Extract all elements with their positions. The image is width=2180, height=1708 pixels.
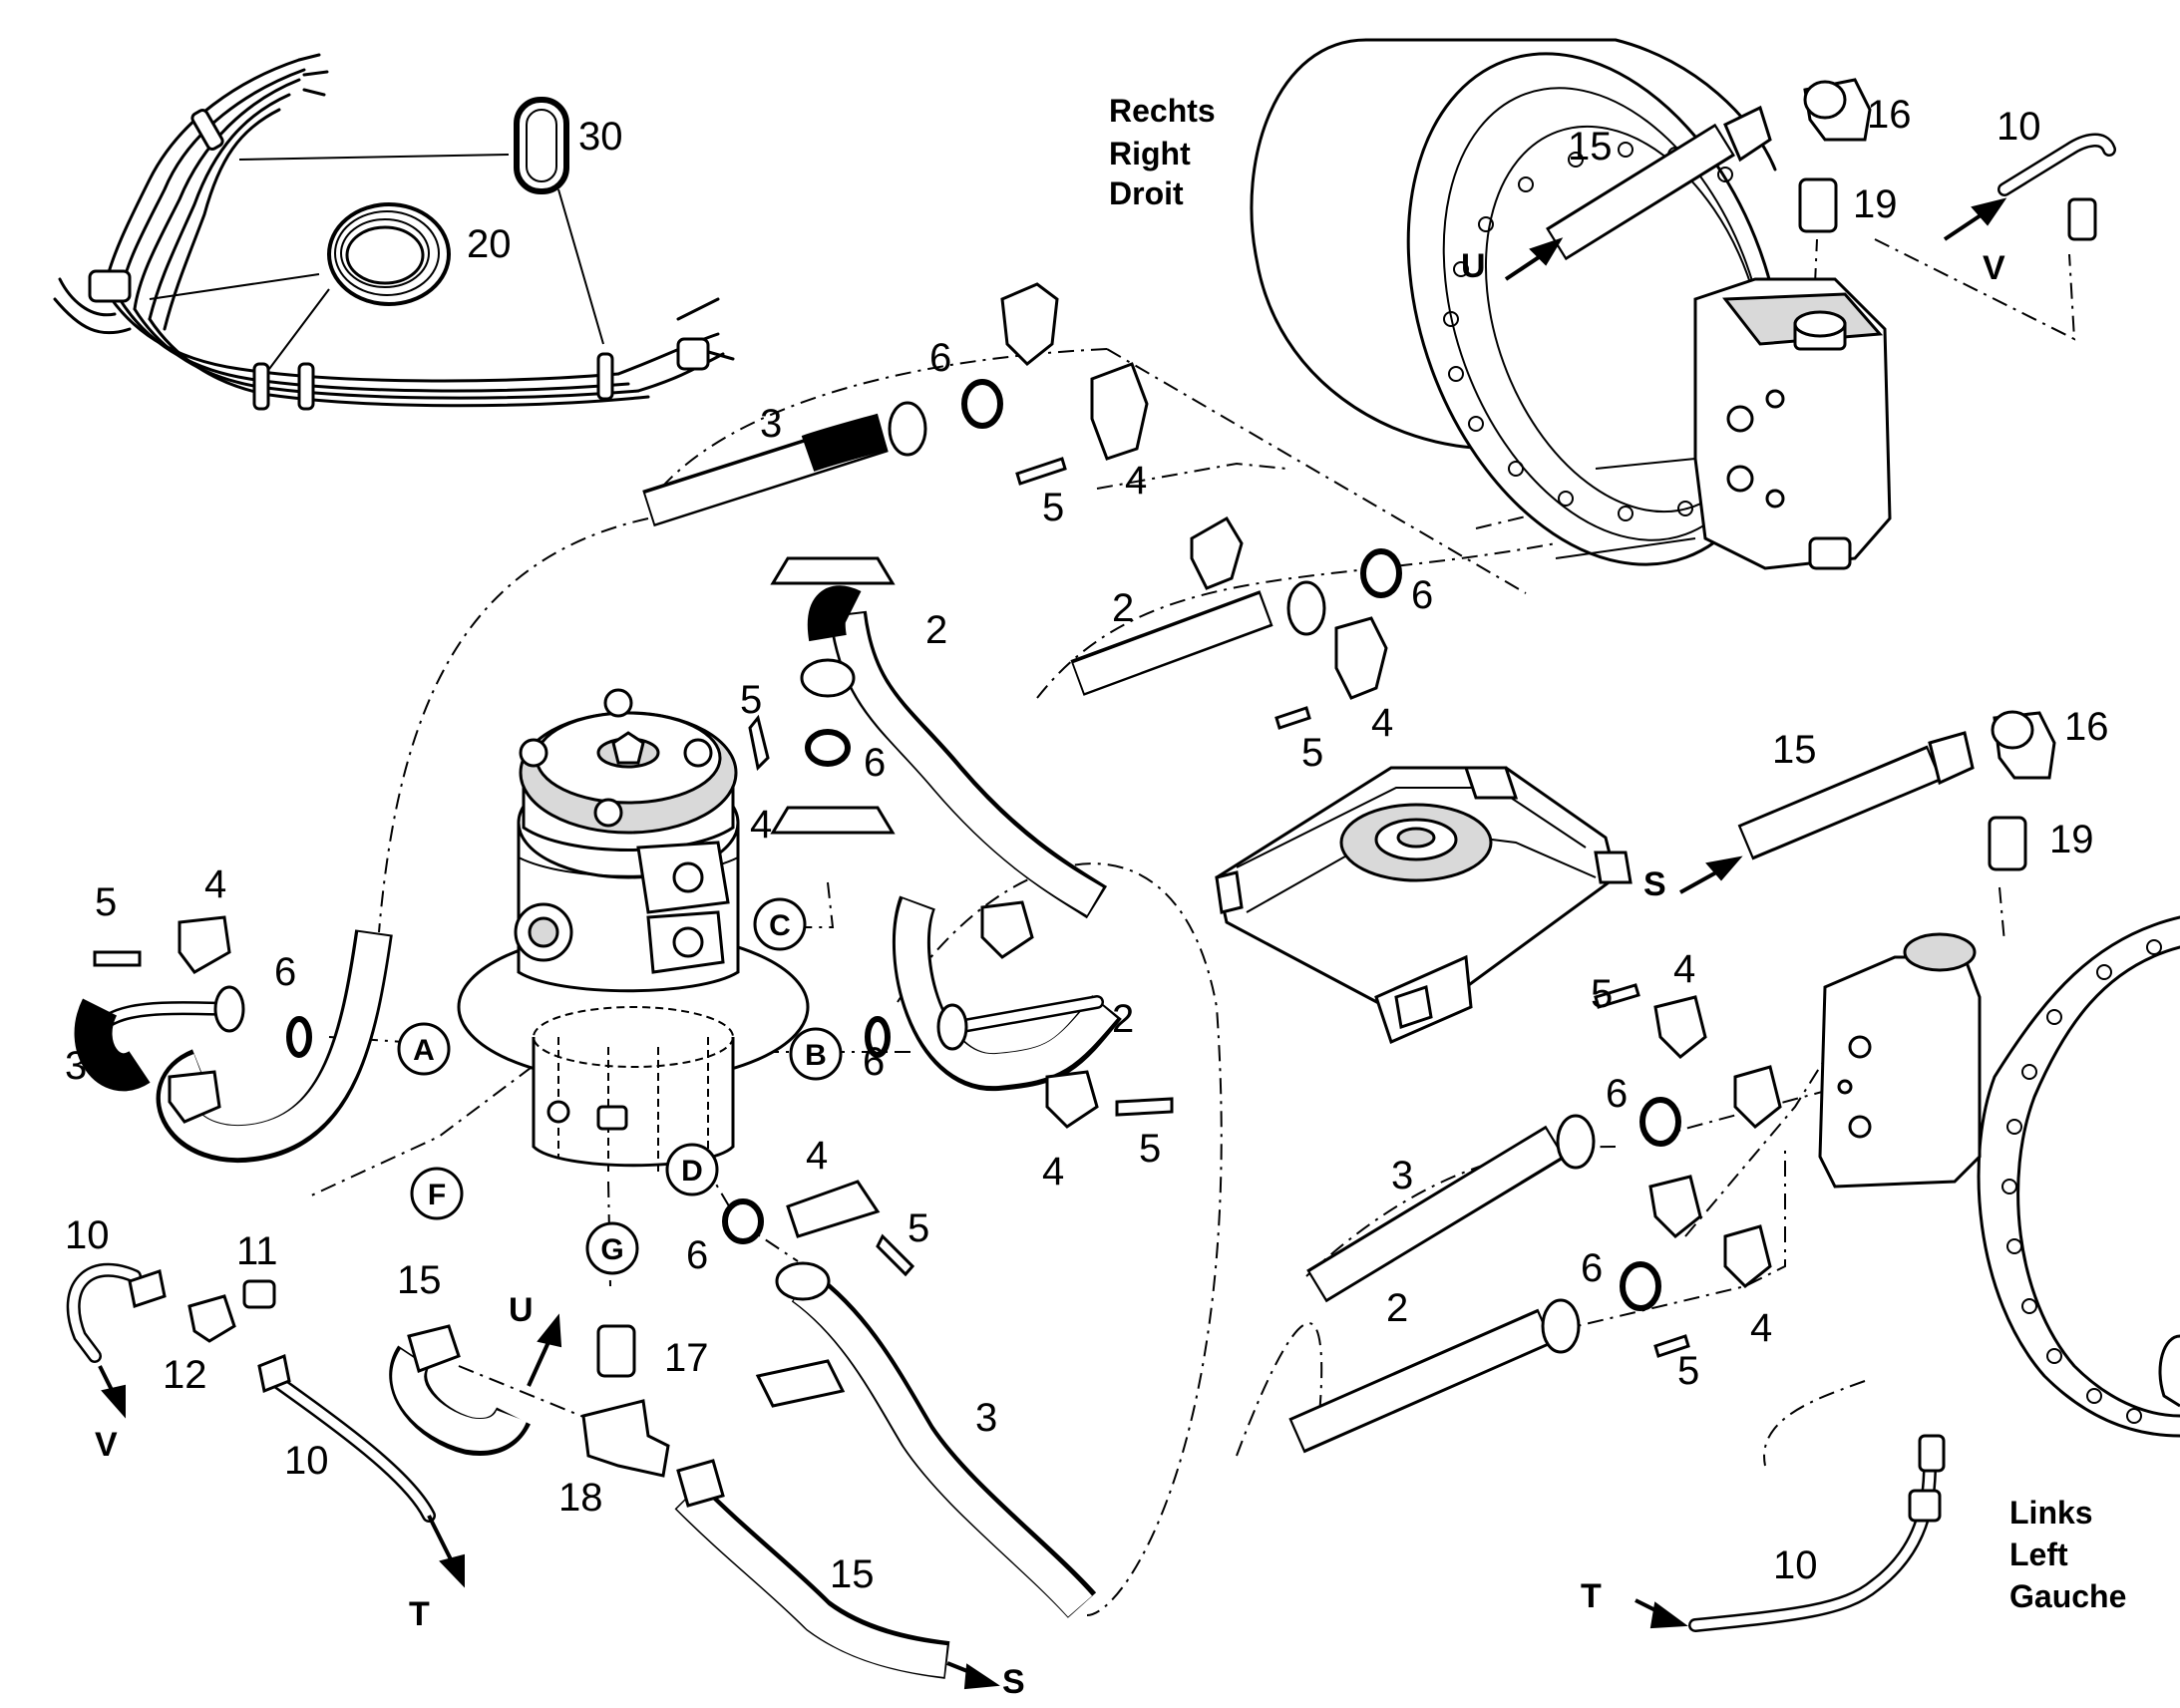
- part-number: 10: [65, 1213, 110, 1257]
- flow-label-v-top: V: [1983, 249, 2005, 287]
- right-label-fr: Droit: [1109, 175, 1184, 211]
- flow-label-s-mid: S: [1643, 865, 1666, 903]
- part-number: 19: [1853, 182, 1898, 226]
- right-label-en: Right: [1109, 136, 1191, 171]
- part-number: 16: [2064, 705, 2109, 749]
- flow-arrows: [98, 197, 2007, 1690]
- part-number: 4: [1125, 459, 1147, 503]
- flow-label-t-bottom: T: [409, 1595, 430, 1633]
- flow-label-t-right: T: [1581, 1577, 1602, 1615]
- flow-label-v-bottom: V: [95, 1426, 118, 1464]
- left-side-label: Links Left Gauche: [2009, 1495, 2126, 1614]
- part-number: 6: [929, 336, 951, 380]
- part-number: 6: [1606, 1072, 1628, 1116]
- part-number: 15: [1568, 125, 1613, 169]
- right-side-label: Rechts Right Droit: [1109, 93, 1216, 211]
- connection-point-g: G: [585, 1221, 639, 1275]
- part-number: 5: [1301, 731, 1323, 775]
- right-travel-motor: [1250, 38, 1892, 570]
- part-number: 2: [1112, 586, 1134, 630]
- part-number: 10: [1773, 1543, 1818, 1587]
- part-number: 5: [740, 678, 762, 722]
- flow-label-u-bottom: U: [509, 1291, 534, 1329]
- part-number: 12: [163, 1353, 207, 1397]
- left-travel-motor: [1818, 915, 2180, 1438]
- part-number: 5: [1677, 1349, 1699, 1393]
- part-number: 2: [1386, 1286, 1408, 1330]
- part-number: 6: [863, 1040, 885, 1084]
- connection-point-b: B: [789, 1027, 843, 1081]
- part-number: 2: [1112, 997, 1134, 1041]
- connection-point-c: C: [753, 897, 807, 951]
- connection-point-c-label: C: [769, 909, 791, 942]
- part-number: 5: [95, 880, 117, 924]
- fittings: [93, 78, 2097, 1523]
- part-number: 15: [830, 1552, 875, 1596]
- connection-point-b-label: B: [805, 1039, 827, 1072]
- part-number: 30: [578, 115, 623, 159]
- part-number: 15: [1772, 728, 1817, 772]
- connection-point-d-label: D: [681, 1155, 703, 1188]
- rotary-joint: [457, 688, 810, 1172]
- part-number: 5: [1139, 1127, 1161, 1171]
- part-number: 17: [664, 1336, 709, 1380]
- part-number: 3: [65, 1044, 87, 1088]
- part-number: 5: [1042, 486, 1064, 529]
- flow-label-s-bottom: S: [1002, 1663, 1025, 1701]
- left-label-de: Links: [2009, 1495, 2093, 1531]
- undercarriage-frame: [1215, 766, 1633, 1045]
- left-label-fr: Gauche: [2009, 1578, 2126, 1614]
- connection-point-f-label: F: [428, 1179, 446, 1211]
- flow-label-u-top: U: [1461, 247, 1486, 285]
- part-number: 6: [864, 741, 886, 785]
- part-20-grommet: [327, 202, 451, 306]
- connection-lines: [308, 238, 2076, 1616]
- part-number: 5: [1591, 972, 1613, 1016]
- part-number: 3: [760, 402, 782, 446]
- connection-point-f: F: [410, 1167, 464, 1220]
- part-numbers: 30 20 15 16 19 10 6 3 5 4 2 6 4 5 2 5 6 …: [65, 93, 2109, 1596]
- wiring-harness: [53, 53, 735, 411]
- part-number: 4: [204, 862, 226, 906]
- part-number: 4: [1673, 947, 1695, 991]
- part-number: 10: [284, 1439, 329, 1483]
- part-number: 4: [750, 803, 772, 847]
- part-number: 10: [1997, 105, 2041, 149]
- part-number: 15: [397, 1258, 442, 1302]
- connection-point-g-label: G: [600, 1233, 623, 1266]
- part-number: 6: [274, 950, 296, 994]
- part-number: 19: [2049, 818, 2094, 861]
- part-number: 6: [686, 1233, 708, 1277]
- part-number: 16: [1867, 93, 1912, 137]
- part-number: 6: [1411, 573, 1433, 617]
- part-number: 4: [1042, 1150, 1064, 1194]
- part-number: 2: [925, 608, 947, 652]
- hoses: [66, 123, 2116, 1679]
- part-number: 3: [1391, 1154, 1413, 1197]
- part-number: 4: [1750, 1306, 1772, 1350]
- connection-point-d: D: [665, 1143, 719, 1196]
- part-30-tie: [514, 97, 569, 194]
- part-number: 4: [806, 1134, 828, 1178]
- part-number: 18: [558, 1476, 603, 1520]
- part-number: 20: [467, 222, 512, 266]
- part-number: 11: [236, 1229, 278, 1273]
- part-number: 4: [1371, 701, 1393, 745]
- left-label-en: Left: [2009, 1537, 2068, 1572]
- connection-point-a: A: [397, 1022, 451, 1076]
- part-number: 3: [975, 1396, 997, 1440]
- connection-point-a-label: A: [413, 1034, 435, 1067]
- part-number: 5: [908, 1206, 929, 1250]
- part-number: 6: [1581, 1246, 1603, 1290]
- right-label-de: Rechts: [1109, 93, 1216, 129]
